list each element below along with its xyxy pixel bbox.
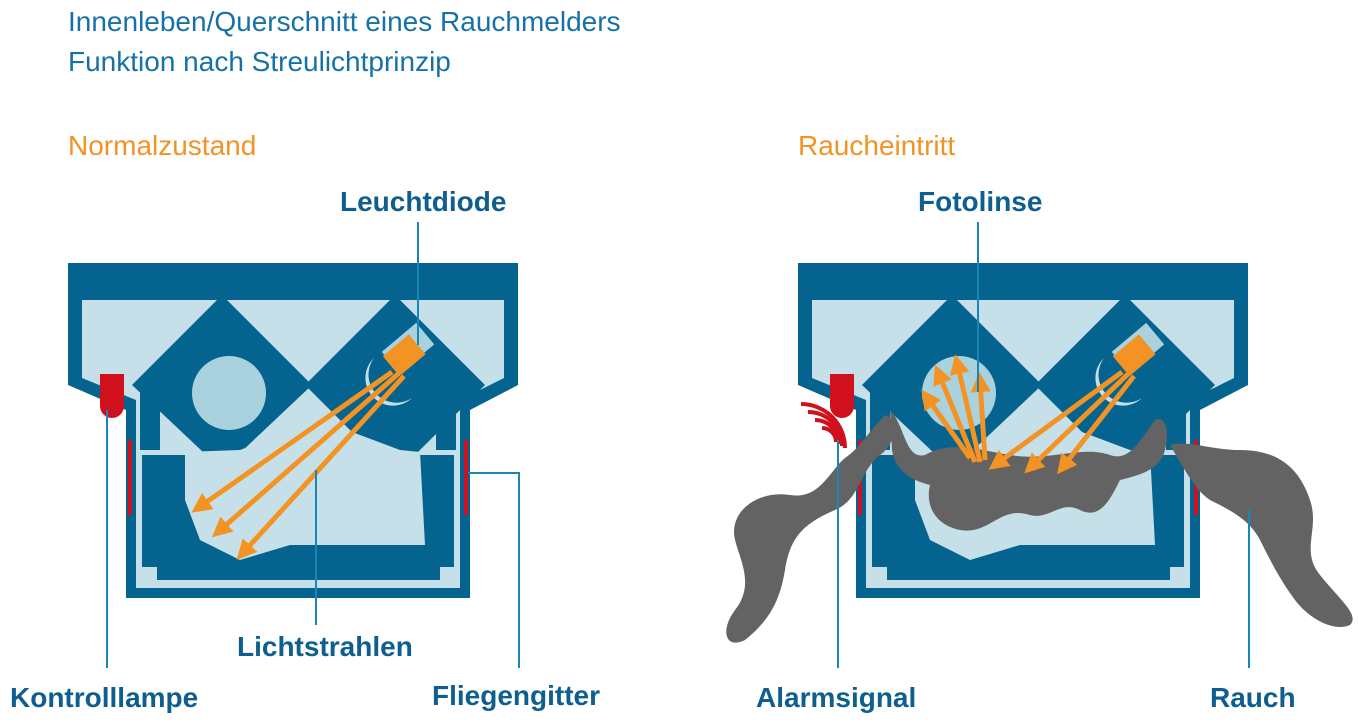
label-lichtstrahlen: Lichtstrahlen bbox=[237, 631, 413, 662]
detector-smoke bbox=[798, 263, 1248, 598]
smoke-cloud-right bbox=[1170, 443, 1353, 628]
diagram-title-line1: Innenleben/Querschnitt eines Rauchmelder… bbox=[68, 6, 621, 37]
label-leuchtdiode: Leuchtdiode bbox=[340, 186, 507, 217]
state-normal-heading: Normalzustand bbox=[68, 130, 257, 161]
light-rays-smoke bbox=[921, 354, 1136, 475]
leader-lines bbox=[106, 222, 1250, 668]
label-fliegengitter: Fliegengitter bbox=[432, 680, 601, 711]
label-fotolinse: Fotolinse bbox=[918, 186, 1043, 217]
light-rays-normal bbox=[191, 369, 406, 560]
label-kontrolllampe: Kontrolllampe bbox=[10, 682, 199, 713]
state-smoke-heading: Raucheintritt bbox=[798, 130, 956, 161]
diagram-title-line2: Funktion nach Streulichtprinzip bbox=[68, 46, 451, 77]
detector-normal bbox=[68, 263, 518, 598]
label-alarmsignal: Alarmsignal bbox=[756, 682, 917, 713]
smoke-cloud-left bbox=[726, 415, 895, 643]
label-rauch: Rauch bbox=[1210, 682, 1296, 713]
